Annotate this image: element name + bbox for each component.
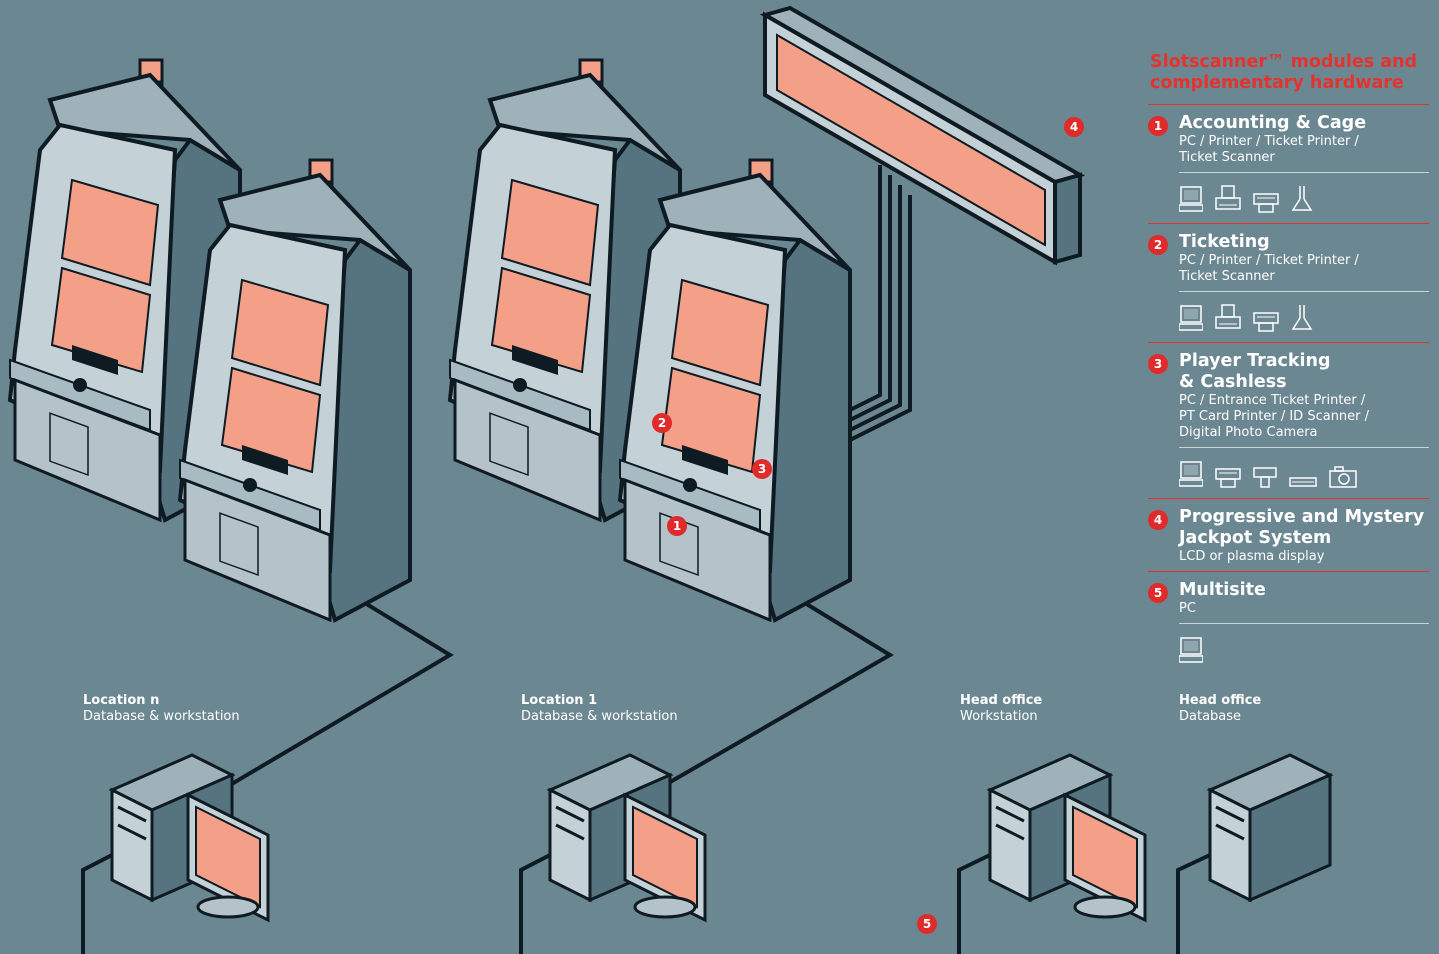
printer-icon [1215,304,1241,332]
divider [1179,447,1429,448]
hardware-icons [1179,456,1429,488]
location-label: Head office Workstation [960,693,1042,725]
pc-icon [1179,304,1203,332]
legend-item-desc: PC / Printer / Ticket Printer / [1179,253,1429,269]
legend-item-title: Player Tracking [1179,351,1429,372]
location-title: Location n [83,693,240,709]
location-subtitle: Database & workstation [83,709,240,725]
badge-player-tracking: 3 [752,459,772,479]
badge-ticketing: 2 [652,413,672,433]
legend-title-line: Slotscanner™ modules and [1150,52,1429,73]
divider [1179,291,1429,292]
legend-item-title: Progressive and Mystery [1179,507,1429,528]
ticket-scanner-icon [1291,304,1313,332]
legend-title-line: complementary hardware [1150,73,1429,94]
location-title: Head office [1179,693,1261,709]
hardware-icons [1179,632,1429,664]
legend-item-jackpot: 4 Progressive and Mystery Jackpot System… [1148,499,1429,571]
head-office-monitor [1065,795,1145,920]
legend-item-title: Accounting & Cage [1179,113,1429,134]
divider [1179,172,1429,173]
legend-number: 2 [1148,235,1168,255]
badge-jackpot: 4 [1064,117,1084,137]
ticket-scanner-icon [1291,185,1313,213]
location-title: Head office [960,693,1042,709]
card-printer-icon [1253,466,1277,488]
ticket-printer-icon [1215,466,1241,488]
badge-multisite: 5 [917,914,937,934]
head-office-database-server [1210,755,1330,900]
legend-item-desc: PC / Entrance Ticket Printer / [1179,393,1429,409]
location-subtitle: Database & workstation [521,709,678,725]
pc-icon [1179,185,1203,213]
camera-icon [1329,466,1357,488]
legend-item-desc: Ticket Scanner [1179,150,1429,166]
legend-item-accounting: 1 Accounting & Cage PC / Printer / Ticke… [1148,105,1429,223]
legend-item-desc: Digital Photo Camera [1179,425,1429,441]
legend-number: 5 [1148,583,1168,603]
legend-item-title: Ticketing [1179,232,1429,253]
legend-item-ticketing: 2 Ticketing PC / Printer / Ticket Printe… [1148,224,1429,342]
hardware-icons [1179,300,1429,332]
jackpot-display [765,8,1080,262]
legend-item-title: Jackpot System [1179,528,1429,549]
location-1-monitor [625,795,705,920]
id-scanner-icon [1289,476,1317,488]
legend-number: 3 [1148,354,1168,374]
legend-number: 1 [1148,116,1168,136]
printer-icon [1215,185,1241,213]
legend-item-multisite: 5 Multisite PC [1148,572,1429,674]
location-n-monitor [188,795,268,920]
ticket-printer-icon [1253,191,1279,213]
legend-panel: Slotscanner™ modules and complementary h… [1148,52,1429,674]
badge-accounting: 1 [667,516,687,536]
legend-item-desc: Ticket Scanner [1179,269,1429,285]
legend-title: Slotscanner™ modules and complementary h… [1150,52,1429,94]
ticket-printer-icon [1253,310,1279,332]
legend-item-title: Multisite [1179,580,1429,601]
legend-item-title: & Cashless [1179,372,1429,393]
location-label: Head office Database [1179,693,1261,725]
pc-icon [1179,460,1203,488]
legend-item-desc: PT Card Printer / ID Scanner / [1179,409,1429,425]
legend-item-desc: PC [1179,601,1429,617]
location-label: Location 1 Database & workstation [521,693,678,725]
location-label: Location n Database & workstation [83,693,240,725]
hardware-icons [1179,181,1429,213]
legend-item-player-tracking: 3 Player Tracking & Cashless PC / Entran… [1148,343,1429,498]
pc-icon [1179,636,1203,664]
location-title: Location 1 [521,693,678,709]
divider [1179,623,1429,624]
legend-item-desc: PC / Printer / Ticket Printer / [1179,134,1429,150]
legend-number: 4 [1148,510,1168,530]
legend-item-desc: LCD or plasma display [1179,549,1429,565]
location-subtitle: Workstation [960,709,1042,725]
location-subtitle: Database [1179,709,1261,725]
